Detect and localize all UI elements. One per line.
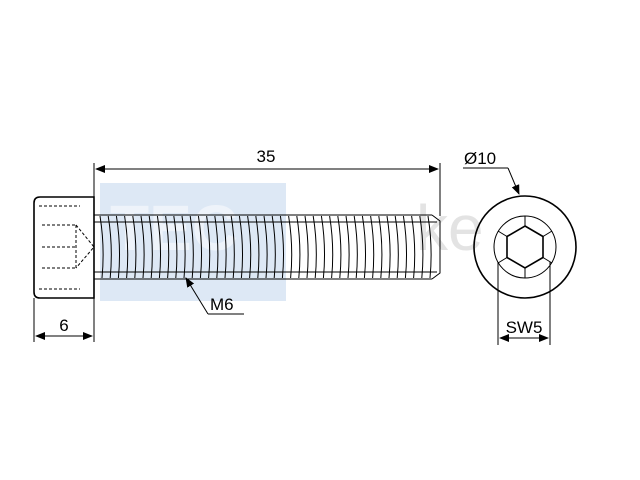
head-height-dimension: 6 bbox=[33, 298, 95, 342]
thread-line bbox=[165, 215, 170, 279]
thread-line bbox=[124, 215, 129, 279]
length-dimension: 35 bbox=[93, 147, 441, 216]
thread-callout: M6 bbox=[185, 277, 244, 315]
screw-shank bbox=[94, 214, 441, 280]
thread-line bbox=[419, 215, 424, 279]
thread-line bbox=[304, 215, 309, 279]
thread-line bbox=[312, 215, 317, 279]
watermark-text: TEC bbox=[110, 192, 238, 264]
thread-line bbox=[288, 215, 293, 279]
thread-line bbox=[173, 215, 178, 279]
thread-line bbox=[411, 215, 416, 279]
screw-head bbox=[33, 196, 95, 299]
thread-label: M6 bbox=[210, 295, 234, 314]
thread-pattern bbox=[99, 215, 432, 279]
thread-line bbox=[329, 215, 334, 279]
thread-line bbox=[247, 215, 252, 279]
thread-line bbox=[345, 215, 350, 279]
head-height-label: 6 bbox=[59, 316, 68, 335]
thread-line bbox=[370, 215, 375, 279]
thread-line bbox=[255, 215, 260, 279]
thread-line bbox=[402, 215, 408, 279]
thread-line bbox=[99, 215, 104, 279]
watermark-suffix: ke bbox=[416, 192, 484, 264]
thread-line bbox=[214, 215, 219, 279]
thread-line bbox=[132, 215, 137, 279]
thread-line bbox=[427, 215, 432, 279]
thread-line bbox=[296, 215, 301, 279]
thread-line bbox=[320, 215, 326, 279]
thread-line bbox=[189, 215, 194, 279]
thread-line bbox=[386, 215, 391, 279]
diameter-callout: Ø10 bbox=[463, 149, 520, 195]
thread-line bbox=[394, 215, 399, 279]
hex-size-label: SW5 bbox=[506, 318, 543, 337]
thread-line bbox=[222, 215, 227, 279]
length-label: 35 bbox=[257, 147, 276, 166]
thread-line bbox=[353, 215, 358, 279]
thread-line bbox=[156, 215, 162, 279]
thread-line bbox=[107, 215, 112, 279]
thread-line bbox=[197, 215, 203, 279]
thread-line bbox=[238, 215, 244, 279]
thread-line bbox=[140, 215, 145, 279]
thread-line bbox=[181, 215, 186, 279]
screw-end-view bbox=[473, 195, 577, 299]
hex-size-dimension: SW5 bbox=[497, 262, 551, 345]
thread-line bbox=[115, 215, 121, 279]
thread-line bbox=[337, 215, 342, 279]
diameter-label: Ø10 bbox=[464, 149, 496, 168]
thread-line bbox=[361, 215, 367, 279]
thread-line bbox=[378, 215, 383, 279]
thread-line bbox=[230, 215, 235, 279]
thread-line bbox=[271, 215, 276, 279]
thread-line bbox=[148, 215, 153, 279]
thread-line bbox=[206, 215, 211, 279]
thread-line bbox=[263, 215, 268, 279]
thread-line bbox=[279, 215, 285, 279]
